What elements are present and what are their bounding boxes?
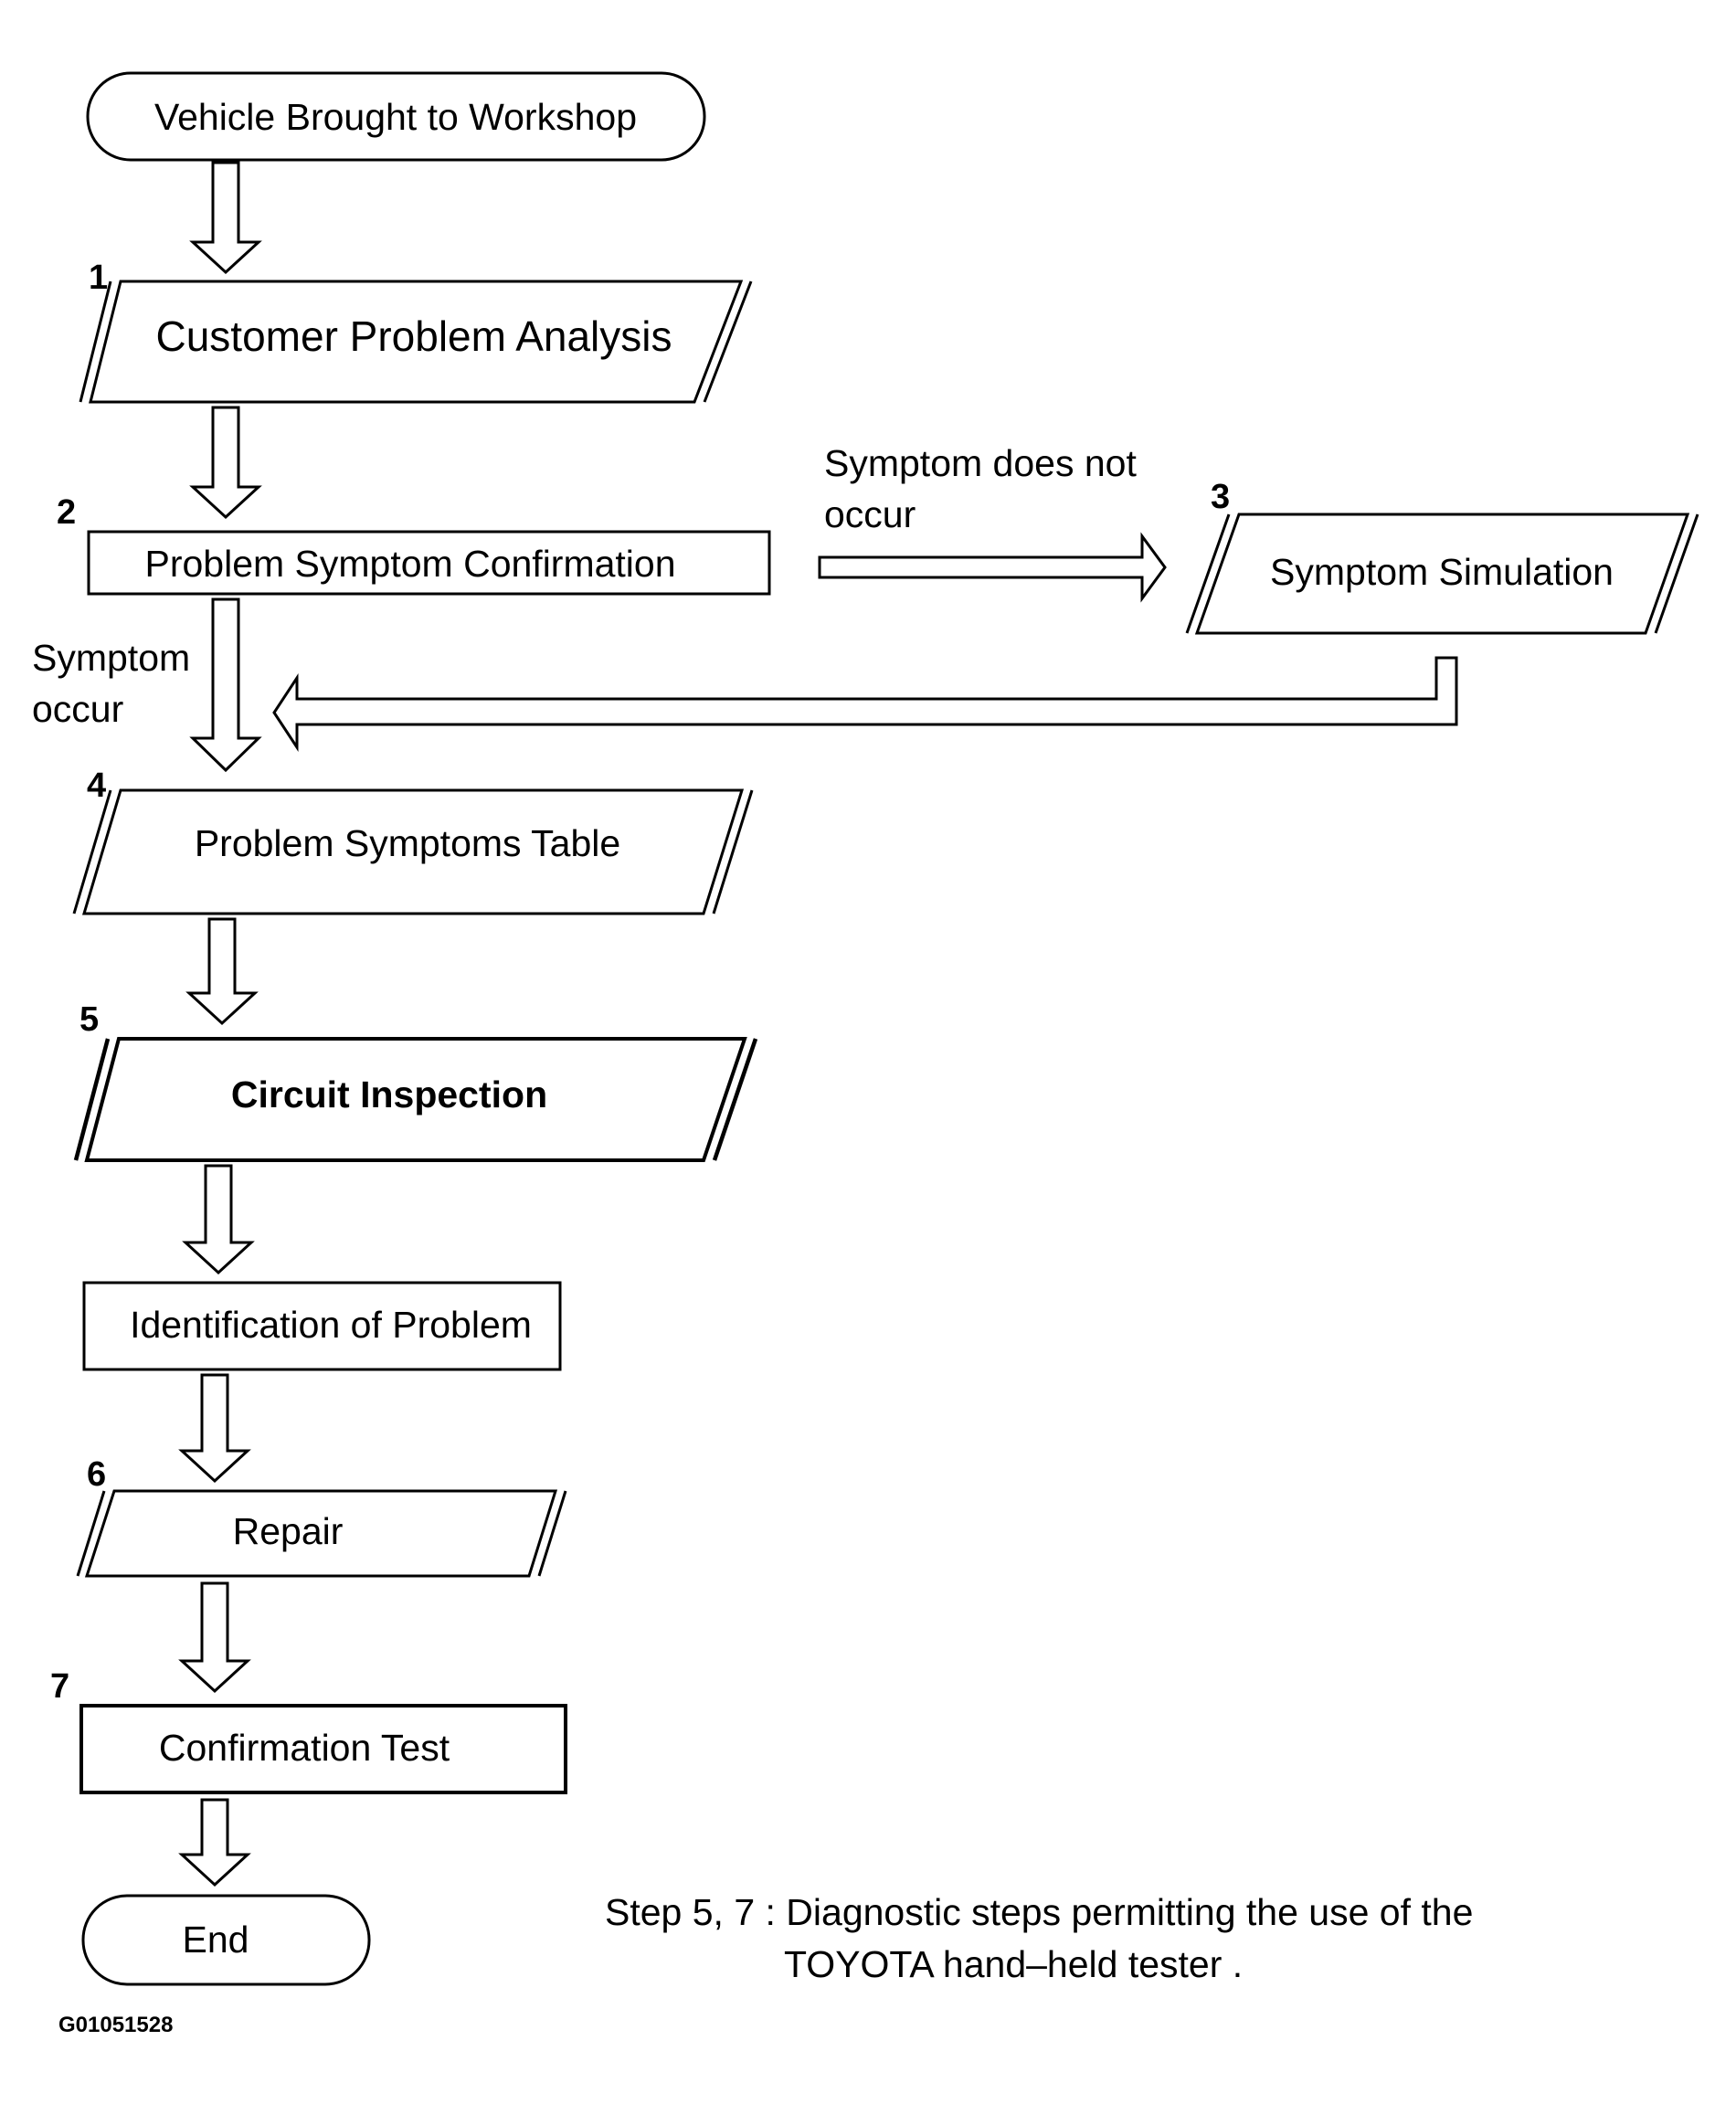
branch-not-occur-line1: Symptom does not bbox=[824, 442, 1137, 484]
step4-problem-symptoms-table: Problem Symptoms Table bbox=[72, 788, 754, 915]
arrow-step4-to-step5 bbox=[185, 917, 259, 1026]
step6-repair: Repair bbox=[76, 1489, 567, 1578]
step5-circuit-inspection: Circuit Inspection bbox=[73, 1037, 758, 1162]
arrow-step2-to-step4 bbox=[189, 597, 262, 773]
step3-label: Symptom Simulation bbox=[1270, 551, 1614, 593]
start-label: Vehicle Brought to Workshop bbox=[154, 96, 637, 138]
arrow-identification-to-step6 bbox=[178, 1373, 251, 1484]
step-number-2: 2 bbox=[57, 493, 76, 532]
step7-label: Confirmation Test bbox=[159, 1727, 450, 1769]
branch-not-occur-line2: occur bbox=[824, 493, 916, 535]
figure-id: G01051528 bbox=[58, 2013, 173, 2037]
branch-occur-line1: Symptom bbox=[32, 637, 190, 679]
step1-label: Customer Problem Analysis bbox=[156, 312, 672, 360]
arrow-start-to-step1 bbox=[189, 161, 262, 275]
end-terminal: End bbox=[81, 1894, 371, 1986]
arrow-step2-to-step3 bbox=[818, 532, 1167, 603]
branch-occur-line2: occur bbox=[32, 688, 123, 730]
step2-label: Problem Symptom Confirmation bbox=[144, 543, 675, 585]
step-number-4: 4 bbox=[87, 767, 106, 805]
step4-label: Problem Symptoms Table bbox=[195, 822, 620, 864]
end-label: End bbox=[183, 1919, 249, 1961]
note-line1: Step 5, 7 : Diagnostic steps permitting … bbox=[605, 1891, 1473, 1933]
start-terminal: Vehicle Brought to Workshop bbox=[86, 71, 706, 162]
arrow-step7-to-end bbox=[178, 1798, 251, 1887]
step-number-7: 7 bbox=[50, 1667, 69, 1706]
identification-label: Identification of Problem bbox=[130, 1304, 532, 1346]
note-line2: TOYOTA hand–held tester . bbox=[784, 1943, 1243, 1985]
step5-label: Circuit Inspection bbox=[231, 1073, 547, 1115]
step1-customer-problem-analysis: Customer Problem Analysis bbox=[79, 280, 753, 404]
step2-problem-symptom-confirmation: Problem Symptom Confirmation bbox=[87, 530, 771, 596]
arrow-simulation-return bbox=[272, 656, 1458, 753]
step3-symptom-simulation: Symptom Simulation bbox=[1185, 513, 1699, 635]
step6-label: Repair bbox=[233, 1510, 344, 1552]
identification-of-problem: Identification of Problem bbox=[82, 1281, 562, 1371]
step-number-5: 5 bbox=[79, 1000, 99, 1039]
step-number-1: 1 bbox=[89, 259, 108, 297]
step-number-3: 3 bbox=[1211, 478, 1230, 516]
arrow-step5-to-identification bbox=[182, 1164, 255, 1275]
step7-confirmation-test: Confirmation Test bbox=[79, 1704, 567, 1794]
arrow-step6-to-step7 bbox=[178, 1581, 251, 1694]
step-number-6: 6 bbox=[87, 1455, 106, 1494]
arrow-step1-to-step2 bbox=[189, 406, 262, 520]
